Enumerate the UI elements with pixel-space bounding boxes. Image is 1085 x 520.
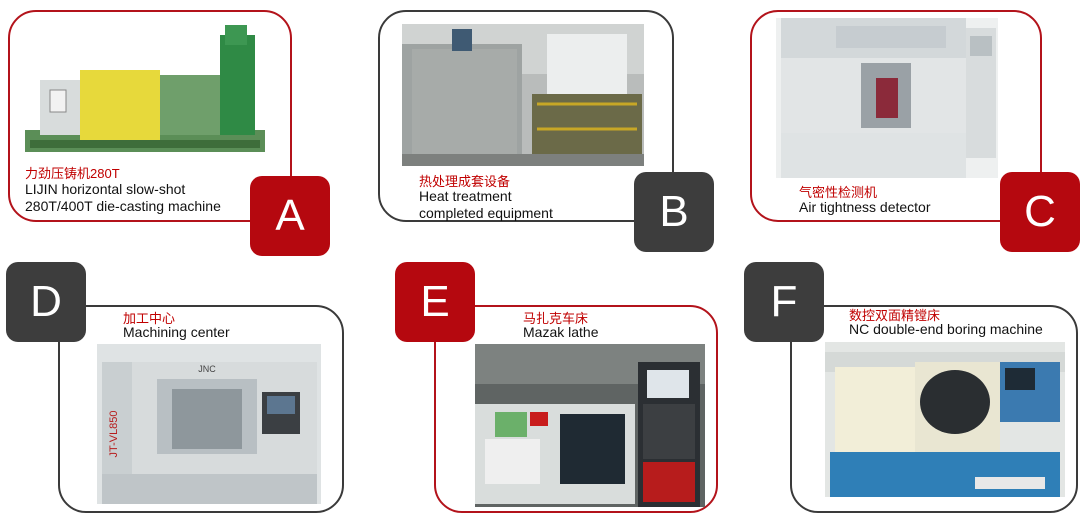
badge-d: D (6, 262, 86, 342)
card-e-cn-label: 马扎克车床 (523, 311, 589, 326)
card-e-en-line1: Mazak lathe (523, 324, 599, 340)
badge-b: B (634, 172, 714, 252)
badge-c: C (1000, 172, 1080, 252)
machine-model-label: JT-VL850 (108, 410, 120, 457)
mazak-lathe-photo (475, 344, 705, 507)
card-b-cn-label: 热处理成套设备 (419, 174, 511, 189)
card-a-cn-label: 力劲压铸机280T (25, 166, 120, 181)
card-c-cn-label: 气密性检测机 (799, 185, 878, 200)
machine-brand-label: JNC (198, 364, 216, 374)
card-c-en-line1: Air tightness detector (799, 199, 931, 215)
badge-a: A (250, 176, 330, 256)
card-a-en-line2: 280T/400T die-casting machine (25, 198, 221, 214)
machining-center-photo: JT-VL850 JNC (97, 344, 321, 504)
badge-e: E (395, 262, 475, 342)
card-a-en-line1: LIJIN horizontal slow-shot (25, 181, 186, 197)
heat-treatment-equipment-photo (402, 24, 644, 166)
card-f-en-line1: NC double-end boring machine (849, 321, 1043, 337)
air-tightness-detector-photo (776, 18, 998, 178)
card-d-en-line1: Machining center (123, 324, 230, 340)
card-b-en-line2: completed equipment (419, 205, 553, 221)
card-d-cn-label: 加工中心 (123, 311, 176, 326)
card-f-cn-label: 数控双面精镗床 (849, 308, 941, 323)
die-casting-machine-photo (20, 20, 270, 160)
card-b-en-line1: Heat treatment (419, 188, 512, 204)
badge-f: F (744, 262, 824, 342)
boring-machine-photo (825, 342, 1065, 497)
